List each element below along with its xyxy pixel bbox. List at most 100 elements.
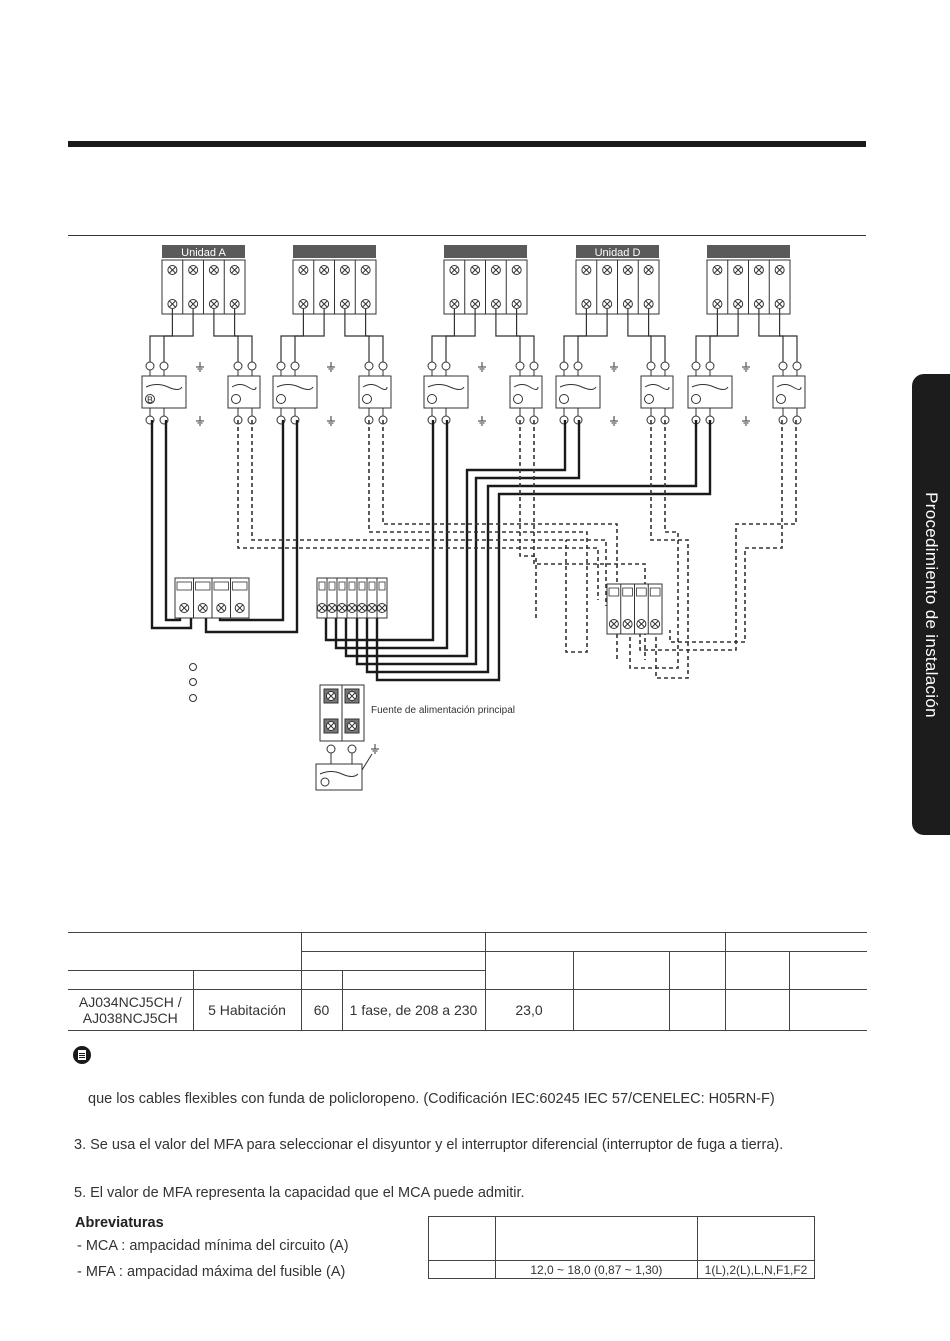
sub-breaker	[509, 361, 543, 425]
ground-icon	[196, 362, 204, 372]
indoor-unit	[443, 245, 528, 315]
screw-cross	[583, 266, 590, 274]
sub-breaker	[640, 361, 674, 425]
unit-label-bar	[707, 245, 790, 258]
unit-label-bar	[576, 245, 659, 258]
breaker-pin	[276, 361, 286, 371]
screw-cross	[341, 266, 349, 274]
breaker-pin	[529, 361, 539, 371]
unit-label: Unidad A	[181, 247, 226, 259]
breaker-pin	[364, 361, 374, 371]
unit-lead-wire	[445, 309, 476, 362]
abbreviation-item: - MFA : ampacidad máxima del fusible (A)	[77, 1264, 346, 1280]
spec-table: AJ034NCJ5CH / AJ038NCJ5CH 5 Habitación 6…	[68, 932, 867, 1031]
spec-header-cell	[68, 970, 194, 990]
screw-cross	[492, 266, 500, 274]
breaker-indicator	[145, 394, 155, 404]
ground-lead	[361, 753, 373, 771]
screw-cross	[714, 266, 721, 274]
screw-cross	[189, 266, 197, 274]
ground-icon	[327, 416, 335, 426]
header-rule	[68, 141, 866, 147]
communication-wire	[629, 420, 679, 669]
breaker-indicator	[644, 394, 654, 404]
terminal-slot	[649, 587, 661, 597]
unit-lead-wire	[294, 309, 325, 362]
breaker-pin	[778, 415, 788, 425]
legend-marker	[189, 663, 197, 671]
ground-icon	[478, 362, 486, 372]
spec-header-cell	[724, 951, 790, 990]
unit-label: Unidad D	[595, 247, 641, 259]
spec-header-cell	[300, 932, 486, 952]
breaker-body	[315, 763, 363, 791]
screw-cross	[358, 604, 366, 612]
communication-wire	[650, 420, 689, 679]
terminal-slot	[318, 581, 326, 591]
unit-lead-wire	[495, 309, 521, 362]
sub-breaker	[227, 361, 261, 425]
breaker-switch	[145, 384, 183, 390]
communication-wire	[519, 420, 537, 618]
communication-wire	[368, 420, 588, 653]
indoor-units: Unidad A Unidad D	[161, 245, 791, 315]
breaker-switch	[691, 384, 729, 390]
screw-cross	[348, 604, 356, 612]
power-wire	[344, 420, 567, 658]
breaker-pin	[159, 361, 169, 371]
indoor-unit	[292, 245, 377, 315]
screw-cross	[348, 722, 356, 730]
breaker-pin	[573, 361, 583, 371]
legend-marker	[189, 678, 197, 686]
power-wire	[150, 420, 193, 630]
circuit-breakers: B	[141, 361, 806, 426]
ground-icon	[371, 744, 379, 754]
screw-cross	[734, 266, 742, 274]
breaker-marker: B	[147, 395, 153, 405]
terminal-slot	[195, 581, 211, 591]
power-wire	[365, 420, 698, 674]
unit-label-bar	[444, 245, 527, 258]
unit-lead-wire	[577, 309, 608, 362]
ground-icon	[478, 416, 486, 426]
abbreviations-title: Abreviaturas	[75, 1215, 164, 1231]
screw-cross	[210, 300, 218, 308]
breaker-pin	[247, 361, 257, 371]
voltage-cell: 1 fase, de 208 a 230	[341, 989, 486, 1031]
screw-cross	[471, 266, 479, 274]
spec-header-cell	[724, 932, 867, 952]
unit-lead-wire	[778, 309, 798, 362]
unit-lead-wire	[344, 309, 370, 362]
table-row: AJ034NCJ5CH / AJ038NCJ5CH 5 Habitación 6…	[68, 989, 867, 1031]
spec-header-cell	[668, 951, 726, 990]
cable-table: 12,0 ~ 18,0 (0,87 ~ 1,30) 1(L),2(L),L,N,…	[428, 1216, 815, 1279]
terminal-slot	[608, 587, 620, 597]
unit-lead-wire	[431, 309, 455, 362]
screw-cross	[368, 604, 376, 612]
screw-cross	[638, 620, 645, 628]
note-line: 3. Se usa el valor del MFA para seleccio…	[74, 1137, 784, 1153]
breaker-body	[640, 375, 674, 409]
unit-lead-wire	[515, 309, 535, 362]
breaker-body	[358, 375, 392, 409]
screw-cross	[199, 604, 207, 612]
cable-header-cell	[697, 1216, 815, 1261]
screw-cross	[603, 266, 611, 274]
screw-cross	[755, 300, 763, 308]
ground-icon	[610, 362, 618, 372]
section-rule	[68, 235, 866, 236]
screw-cross	[338, 604, 346, 612]
unit-lead-wire	[280, 309, 304, 362]
range-cell: 12,0 ~ 18,0 (0,87 ~ 1,30)	[494, 1260, 699, 1279]
sub-breaker	[358, 361, 392, 425]
spec-header-cell	[68, 932, 302, 971]
screw-cross	[320, 266, 328, 274]
terminal-slot	[176, 581, 192, 591]
unit-lead-wire	[709, 309, 739, 362]
indoor-unit	[706, 245, 791, 315]
screw-cross	[318, 604, 326, 612]
indoor-unit: Unidad D	[575, 245, 660, 315]
screw-cross	[300, 266, 307, 274]
terminal-slot	[232, 581, 248, 591]
